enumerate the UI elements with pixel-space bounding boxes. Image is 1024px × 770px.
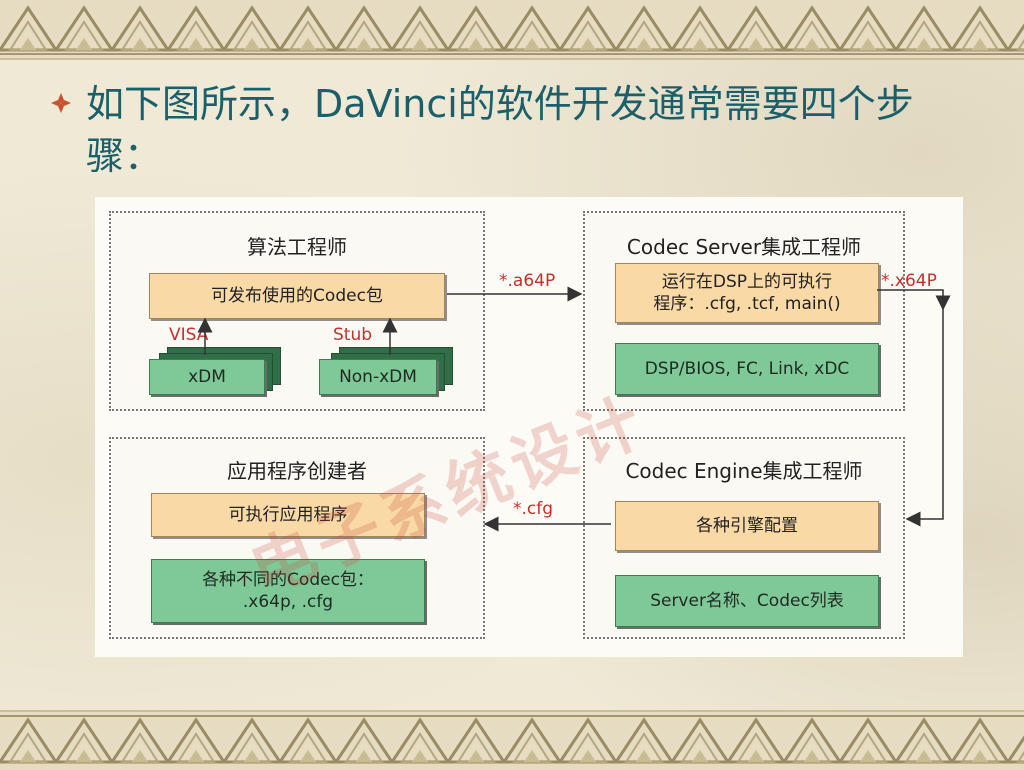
arrow-label-a64p: *.a64P	[499, 271, 556, 291]
davinci-workflow-diagram: 算法工程师 可发布使用的Codec包 VISA Stub xDM Non-xDM…	[95, 197, 963, 657]
dsp-executable-line2: 程序：.cfg, .tcf, main()	[653, 294, 841, 314]
section-codec-engine: Codec Engine集成工程师 各种引擎配置 Server名称、Codec列…	[583, 437, 905, 639]
slide-title: 如下图所示，DaVinci的软件开发通常需要四个步骤：	[86, 82, 914, 178]
diagram-arrows	[197, 286, 951, 532]
codec-packages-box: 各种不同的Codec包： .x64p, .cfg	[151, 559, 425, 623]
section-title-server: Codec Server集成工程师	[626, 235, 862, 259]
section-title-engine: Codec Engine集成工程师	[625, 459, 863, 483]
arrow-x64p	[877, 289, 944, 527]
section-algorithm-engineer: 算法工程师 可发布使用的Codec包 VISA Stub xDM Non-xDM	[109, 211, 485, 411]
dsp-executable-line1: 运行在DSP上的可执行	[661, 272, 833, 292]
arrow-label-cfg: *.cfg	[513, 499, 554, 519]
codec-packages-line1: 各种不同的Codec包：	[202, 570, 374, 590]
server-codec-list-box: Server名称、Codec列表	[615, 575, 879, 627]
section-application-creator: 应用程序创建者 可执行应用程序 各种不同的Codec包： .x64p, .cfg	[109, 437, 485, 639]
codec-package-box: 可发布使用的Codec包	[149, 273, 445, 319]
engine-config-box: 各种引擎配置	[615, 501, 879, 551]
nonxdm-box: Non-xDM	[319, 359, 437, 395]
section-title-app: 应用程序创建者	[227, 459, 367, 483]
diamond-bullet-icon	[51, 93, 71, 113]
xdm-box: xDM	[149, 359, 265, 395]
dsp-bios-box: DSP/BIOS, FC, Link, xDC	[615, 343, 879, 395]
section-codec-server: Codec Server集成工程师 运行在DSP上的可执行 程序：.cfg, .…	[583, 211, 905, 411]
dsp-executable-box: 运行在DSP上的可执行 程序：.cfg, .tcf, main()	[615, 263, 879, 323]
arrow-label-x64p: *.x64P	[881, 271, 937, 291]
codec-packages-line2: .x64p, .cfg	[242, 592, 334, 612]
bottom-decorative-border	[0, 710, 1024, 770]
stub-label: Stub	[333, 325, 373, 345]
top-decorative-border	[0, 0, 1024, 60]
executable-app-box: 可执行应用程序	[151, 493, 425, 537]
section-title-algorithm: 算法工程师	[247, 235, 347, 259]
